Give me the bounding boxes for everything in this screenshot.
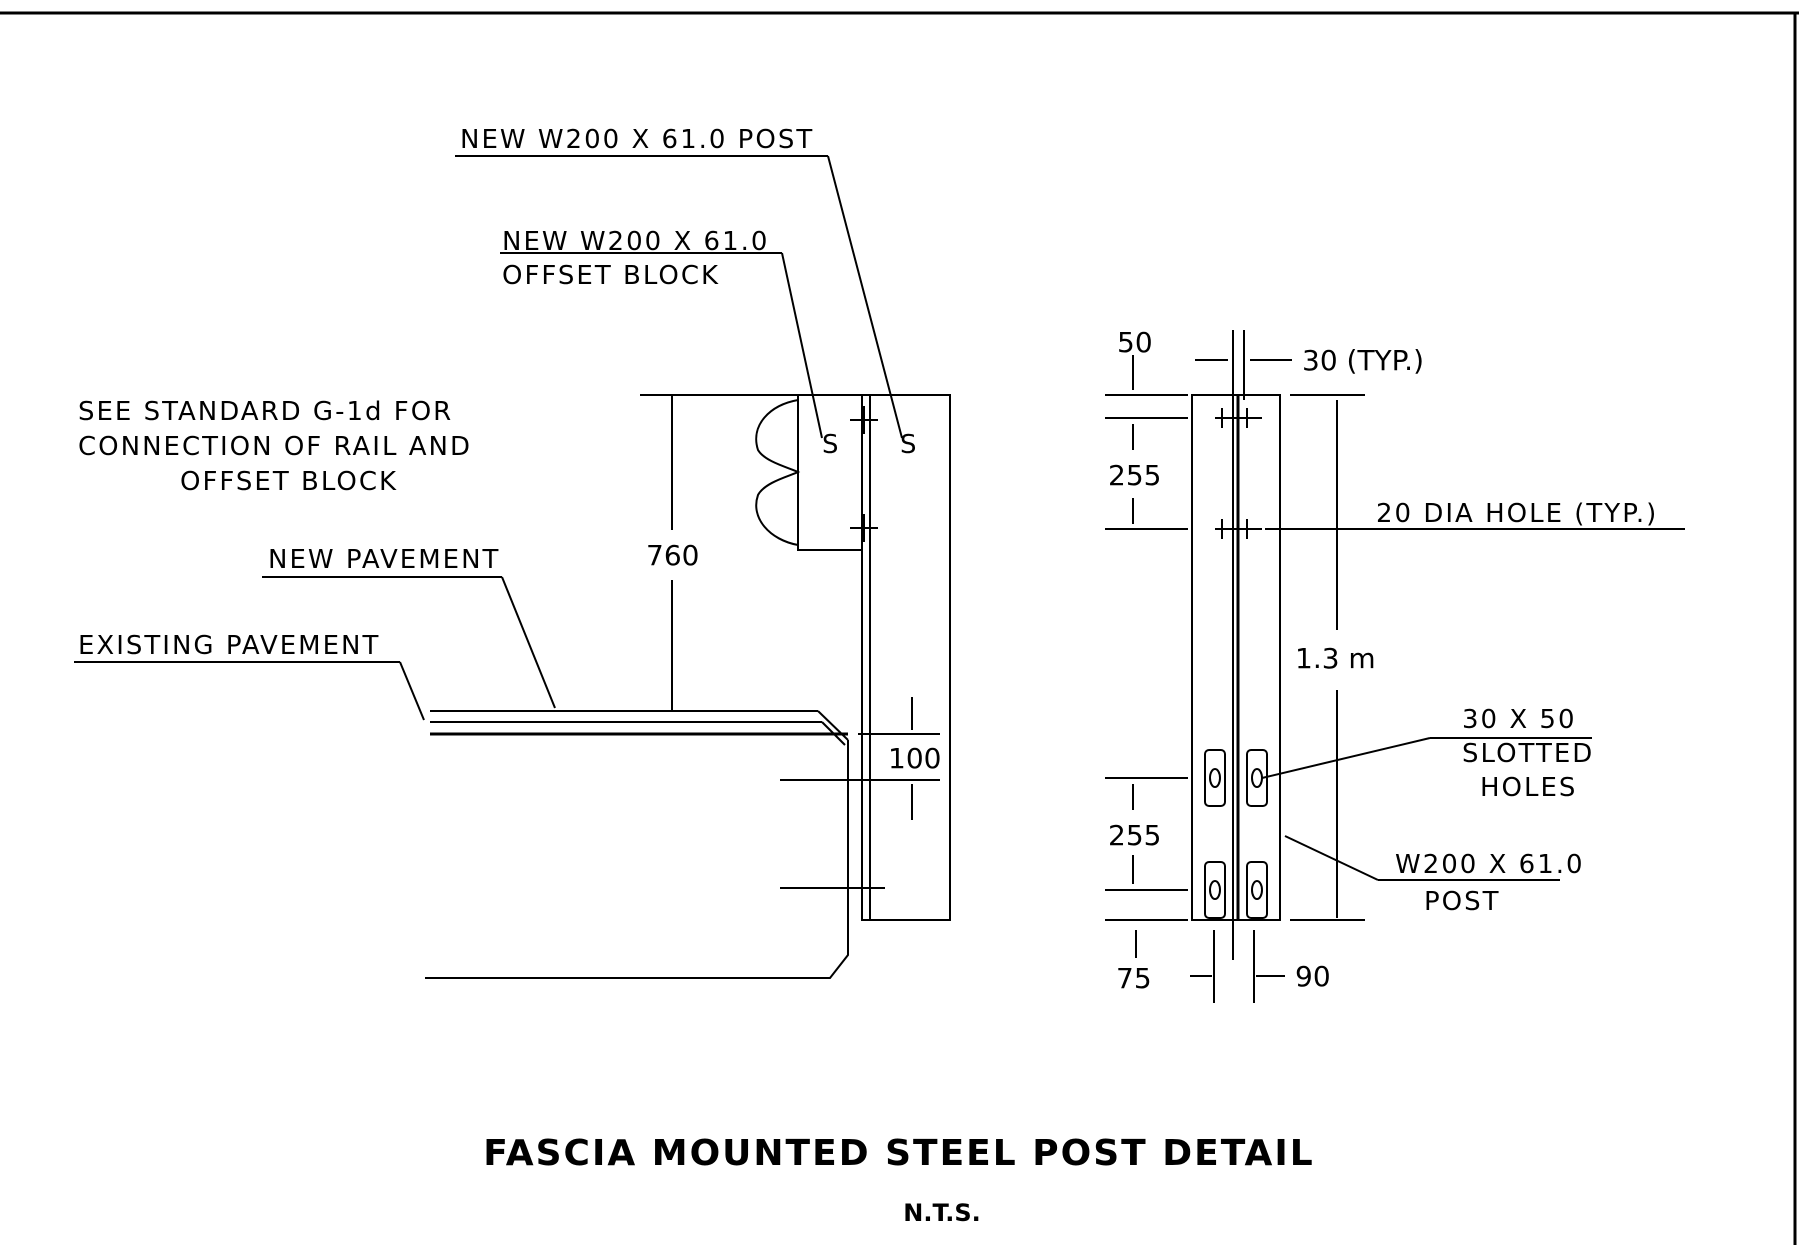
dimension-760 bbox=[640, 394, 798, 710]
bolt-holes bbox=[1215, 408, 1262, 539]
dimension-255-bottom-text: 255 bbox=[1108, 819, 1161, 852]
new-pavement-label: NEW PAVEMENT bbox=[268, 545, 500, 575]
pavement-lines bbox=[430, 710, 849, 746]
front-elevation-view bbox=[1105, 330, 1685, 1003]
dimension-50-text: 50 bbox=[1117, 326, 1153, 359]
offset-block-outline bbox=[797, 394, 863, 551]
dimension-100-text: 100 bbox=[888, 742, 941, 775]
offset-block-label-1: NEW W200 X 61.0 bbox=[502, 227, 769, 257]
post-side-outline bbox=[861, 394, 951, 921]
deck-fascia-edge bbox=[425, 740, 849, 979]
new-post-label: NEW W200 X 61.0 POST bbox=[460, 125, 814, 155]
bolt-mark-post: S bbox=[900, 430, 919, 460]
drawing-title: FASCIA MOUNTED STEEL POST DETAIL bbox=[483, 1133, 1314, 1174]
length-text: 1.3 m bbox=[1295, 642, 1376, 675]
see-standard-note-3: OFFSET BLOCK bbox=[180, 467, 398, 497]
offset-block-label-2: OFFSET BLOCK bbox=[502, 261, 720, 291]
post-front-outline bbox=[1191, 394, 1281, 921]
slotted-holes bbox=[1204, 749, 1268, 919]
slotted-holes-label-3: HOLES bbox=[1480, 773, 1577, 803]
dimension-760-text: 760 bbox=[646, 539, 699, 572]
dia-hole-label: 20 DIA HOLE (TYP.) bbox=[1376, 499, 1658, 529]
dimension-90-text: 90 bbox=[1295, 960, 1331, 993]
see-standard-note-1: SEE STANDARD G-1d FOR bbox=[78, 397, 453, 427]
dimension-100 bbox=[780, 697, 940, 820]
bolt-mark-block: S bbox=[822, 430, 841, 460]
drawing-frame bbox=[0, 11, 1799, 1245]
dimension-255-top-text: 255 bbox=[1108, 459, 1161, 492]
slotted-holes-label-1: 30 X 50 bbox=[1462, 705, 1577, 735]
side-elevation-view: S S 760 100 bbox=[425, 394, 951, 979]
slotted-holes-label-2: SLOTTED bbox=[1462, 739, 1594, 769]
scale-note: N.T.S. bbox=[903, 1199, 980, 1227]
post-label-1: W200 X 61.0 bbox=[1395, 850, 1585, 880]
bolt-lines bbox=[850, 406, 878, 542]
see-standard-note-2: CONNECTION OF RAIL AND bbox=[78, 432, 472, 462]
post-label-2: POST bbox=[1424, 887, 1501, 917]
existing-pavement-label: EXISTING PAVEMENT bbox=[78, 631, 380, 661]
dimension-75-text: 75 bbox=[1116, 962, 1152, 995]
dimension-30-typ-text: 30 (TYP.) bbox=[1302, 344, 1424, 377]
left-leaders bbox=[74, 155, 903, 721]
w-beam-rail-profile bbox=[755, 399, 801, 546]
extension-lines bbox=[1105, 394, 1365, 921]
